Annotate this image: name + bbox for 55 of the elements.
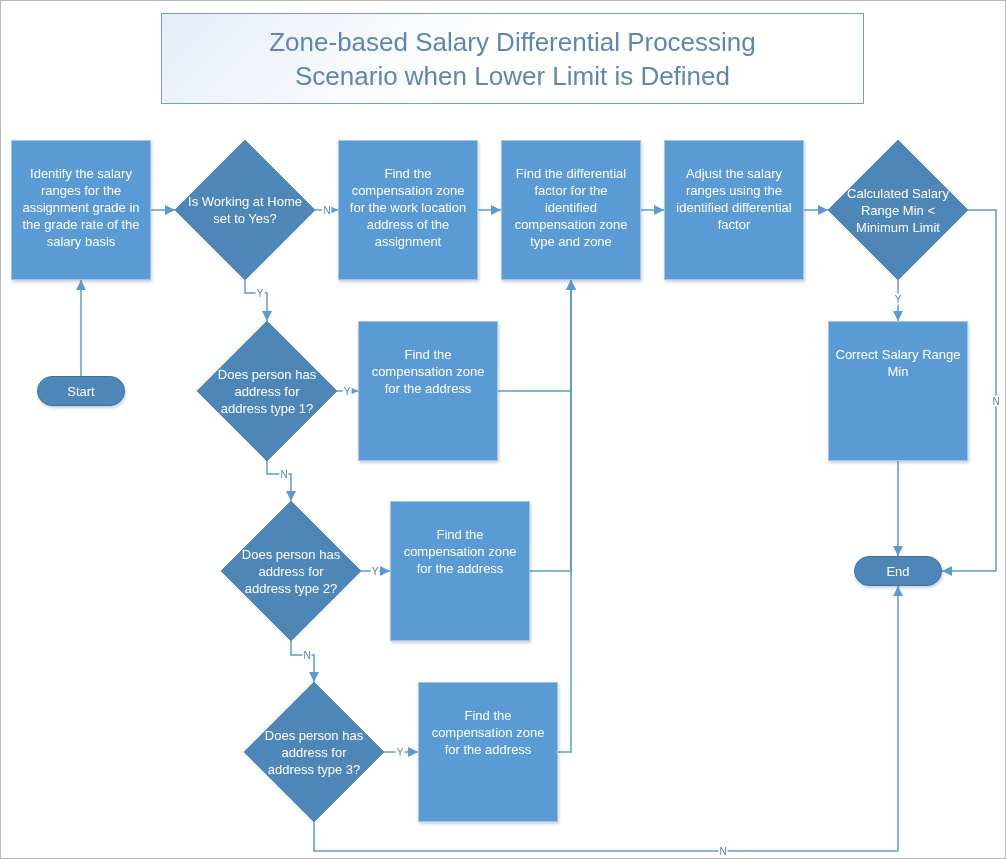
connector-arrow xyxy=(244,279,272,322)
edge-label: Y xyxy=(893,293,903,305)
diagram-title: Zone-based Salary Differential Processing Scenario when Lower Limit is Defined xyxy=(268,25,757,93)
process-box xyxy=(11,140,151,280)
connector-arrow xyxy=(76,279,86,377)
edge-label: N xyxy=(718,845,728,857)
process-box xyxy=(358,321,498,461)
terminal-shape xyxy=(854,556,942,586)
process-box xyxy=(418,682,558,822)
connector-arrow xyxy=(150,205,176,215)
decision-diamond xyxy=(244,682,384,822)
edge-label: N xyxy=(302,649,312,661)
connector-arrow xyxy=(803,205,829,215)
node-text: Calculated Salary Range Min < Minimum Limit xyxy=(846,184,950,236)
connector-arrow xyxy=(557,279,576,753)
node-text: Start xyxy=(67,382,95,400)
node-text: Does person has address for address type 3? xyxy=(263,726,365,778)
process-box xyxy=(338,140,478,280)
decision-diamond xyxy=(221,501,361,641)
connector-arrow xyxy=(640,205,665,215)
edge-label: N xyxy=(991,395,1001,407)
terminal-shape xyxy=(37,376,125,406)
connector-arrow xyxy=(290,640,319,683)
connector-arrow xyxy=(360,566,391,576)
process-box xyxy=(828,321,968,461)
node-text: Does person has address for address type 2? xyxy=(240,545,342,597)
process-box xyxy=(664,140,804,280)
edge-label: Y xyxy=(370,565,380,577)
connector-arrow xyxy=(477,205,502,215)
decision-diamond xyxy=(175,140,315,280)
decision-diamond xyxy=(828,140,968,280)
decision-diamond xyxy=(197,321,337,461)
node-text: Find the compensation zone for the address xyxy=(370,346,486,397)
edge-label: N xyxy=(322,204,332,216)
node-text: Find the compensation zone for the work location address of the assignment xyxy=(348,165,468,250)
node-text: Adjust the salary ranges using the identified differential factor xyxy=(675,165,793,233)
node-text: Is Working at Home set to Yes? xyxy=(187,193,303,227)
edge-label: Y xyxy=(342,385,352,397)
node-text: Find the compensation zone for the address xyxy=(402,526,518,577)
edge-label: N xyxy=(279,468,289,480)
connector-arrow xyxy=(383,747,419,757)
edge-label: Y xyxy=(255,287,265,299)
node-text: End xyxy=(886,562,910,580)
connector-arrow xyxy=(941,209,997,576)
edge-label: Y xyxy=(395,746,405,758)
connector-arrow xyxy=(266,460,296,502)
process-box xyxy=(501,140,641,280)
connector-arrow xyxy=(893,460,903,557)
node-text: Correct Salary Range Min xyxy=(835,346,961,380)
connector-arrow xyxy=(313,585,903,852)
node-text: Does person has address for address type 1? xyxy=(216,365,318,417)
node-text: Find the compensation zone for the address xyxy=(430,707,546,758)
node-text: Identify the salary ranges for the assignment grade in the grade rate of the salary basis xyxy=(21,165,141,250)
process-box xyxy=(390,501,530,641)
node-text: Find the differential factor for the identified compensation zone type and zone xyxy=(513,165,629,250)
